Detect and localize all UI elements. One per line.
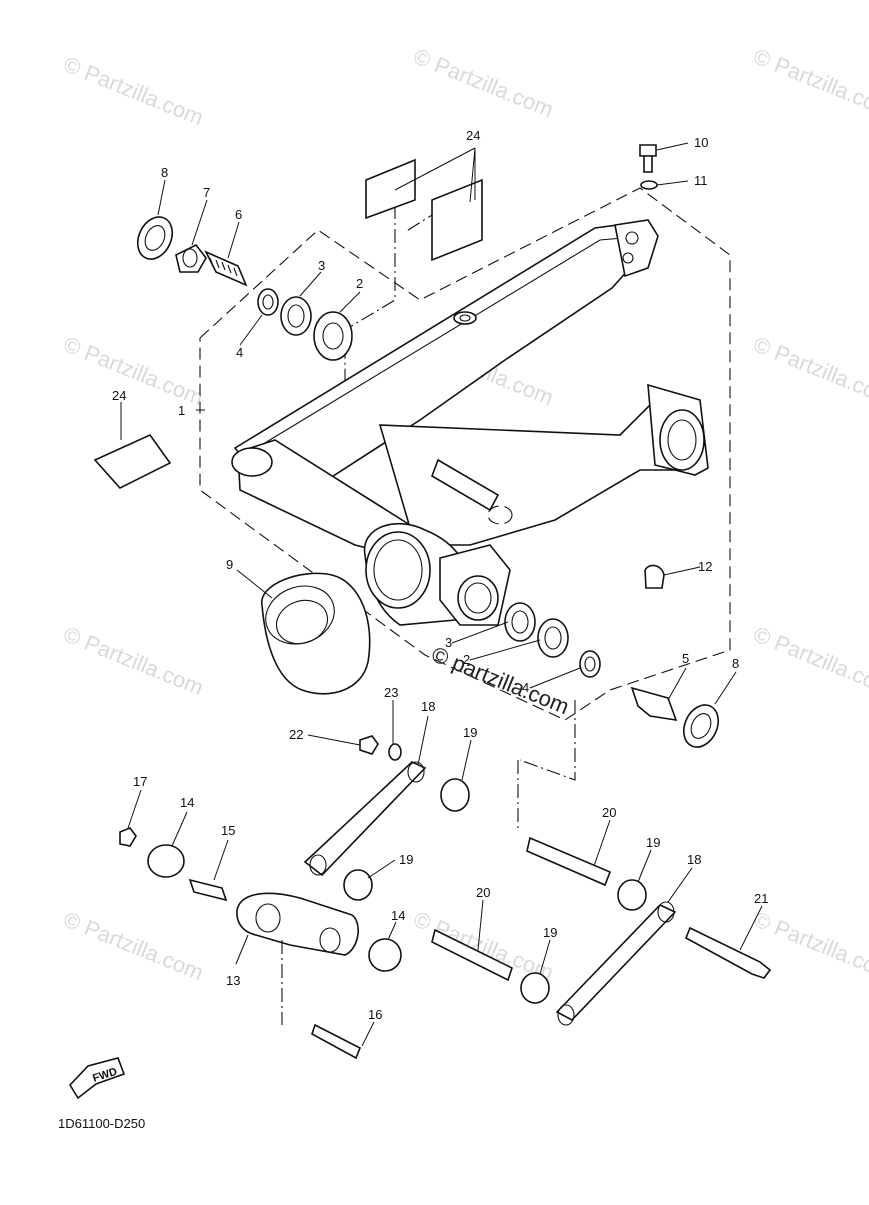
callout-3: 3 bbox=[318, 258, 325, 273]
callout-labels: 8 7 6 3 2 4 24 24 1 10 11 12 5 8 9 3 2 4… bbox=[112, 128, 768, 1022]
left-pivot-parts bbox=[136, 216, 353, 361]
fwd-arrow-icon: FWD bbox=[68, 1057, 126, 1100]
callout-5: 5 bbox=[682, 651, 689, 666]
callout-19: 19 bbox=[463, 725, 477, 740]
callout-8: 8 bbox=[161, 165, 168, 180]
callout-1: 1 bbox=[178, 403, 185, 418]
callout-13: 13 bbox=[226, 973, 240, 988]
callout-16: 16 bbox=[368, 1007, 382, 1022]
callout-7: 7 bbox=[203, 185, 210, 200]
label-stickers bbox=[93, 158, 483, 489]
callout-19: 19 bbox=[399, 852, 413, 867]
callout-20: 20 bbox=[476, 885, 490, 900]
callout-24: 24 bbox=[112, 388, 126, 403]
callout-17: 17 bbox=[133, 774, 147, 789]
watermark: © Partzilla.com bbox=[750, 43, 869, 122]
leader-lines bbox=[120, 142, 763, 1047]
callout-4: 4 bbox=[522, 680, 529, 695]
callout-19: 19 bbox=[543, 925, 557, 940]
watermark: © Partzilla.com bbox=[60, 621, 207, 700]
callout-2: 2 bbox=[463, 652, 470, 667]
top-fasteners bbox=[639, 144, 665, 589]
watermark: © Partzilla.com bbox=[750, 621, 869, 700]
callout-8: 8 bbox=[732, 656, 739, 671]
callout-19: 19 bbox=[646, 835, 660, 850]
swingarm bbox=[231, 219, 709, 626]
callout-12: 12 bbox=[698, 559, 712, 574]
callout-6: 6 bbox=[235, 207, 242, 222]
watermark: © Partzilla.com bbox=[410, 43, 557, 122]
watermark: © Partzilla.com bbox=[60, 51, 207, 130]
callout-4: 4 bbox=[236, 345, 243, 360]
callout-23: 23 bbox=[384, 685, 398, 700]
callout-9: 9 bbox=[226, 557, 233, 572]
callout-14: 14 bbox=[391, 908, 405, 923]
drawing-code: 1D61100-D250 bbox=[58, 1116, 146, 1131]
callout-11: 11 bbox=[694, 173, 708, 188]
callout-20: 20 bbox=[602, 805, 616, 820]
watermark: © Partzilla.com bbox=[60, 906, 207, 985]
callout-21: 21 bbox=[754, 891, 768, 906]
callout-2: 2 bbox=[356, 276, 363, 291]
watermark: © Partzilla.com bbox=[750, 331, 869, 410]
part-9-boot bbox=[261, 572, 371, 695]
callout-15: 15 bbox=[221, 823, 235, 838]
right-pivot-parts bbox=[504, 602, 720, 748]
callout-18: 18 bbox=[687, 852, 701, 867]
callout-18: 18 bbox=[421, 699, 435, 714]
callout-24: 24 bbox=[466, 128, 480, 143]
callout-10: 10 bbox=[694, 135, 708, 150]
callout-3: 3 bbox=[445, 635, 452, 650]
callout-22: 22 bbox=[289, 727, 303, 742]
linkage-parts bbox=[119, 700, 772, 1060]
watermark: © Partzilla.com bbox=[60, 331, 207, 410]
callout-14: 14 bbox=[180, 795, 194, 810]
